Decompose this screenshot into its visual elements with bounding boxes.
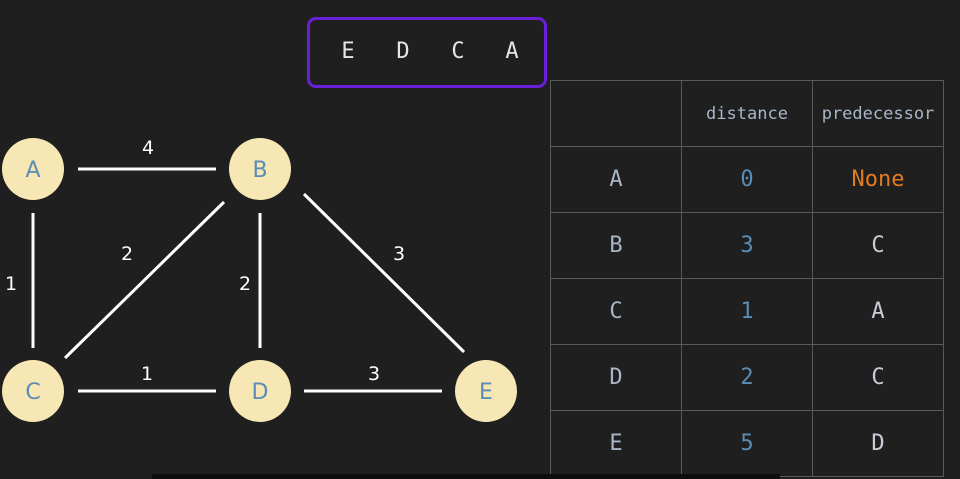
row-predecessor-cell: C [812, 344, 944, 411]
row-name-cell: D [550, 344, 682, 411]
table-row: D 2 C [550, 344, 944, 411]
row-name-cell: B [550, 212, 682, 279]
header-cell-empty [550, 80, 682, 147]
path-letter: D [396, 39, 410, 64]
path-letter: C [451, 39, 465, 64]
path-letter: E [341, 39, 355, 64]
table-header-row: distance predecessor [550, 80, 944, 147]
distance-table: distance predecessor A 0 None B 3 C C 1 … [550, 80, 944, 477]
row-name-cell: E [550, 410, 682, 477]
path-box [307, 17, 547, 88]
edge-weight-a-b: 4 [142, 137, 154, 159]
edge-weight-c-b: 2 [121, 243, 133, 265]
row-distance-cell: 5 [681, 410, 813, 477]
edge-weight-c-d: 1 [141, 363, 153, 385]
node-e [455, 360, 517, 422]
table-row: C 1 A [550, 278, 944, 345]
header-cell-distance: distance [681, 80, 813, 147]
table-row: B 3 C [550, 212, 944, 279]
row-distance-cell: 2 [681, 344, 813, 411]
row-distance-cell: 0 [681, 146, 813, 213]
edge-weight-b-e: 3 [393, 243, 405, 265]
row-distance-cell: 3 [681, 212, 813, 279]
node-c [2, 360, 64, 422]
node-label-b: B [252, 158, 267, 183]
node-a [2, 138, 64, 200]
table-row: E 5 D [550, 410, 944, 477]
edge-b-e [302, 192, 466, 354]
edge-c-b [63, 200, 226, 360]
row-distance-cell: 1 [681, 278, 813, 345]
path-letter: A [505, 39, 519, 64]
node-d [229, 360, 291, 422]
node-label-c: C [25, 380, 40, 405]
edge-weight-a-c: 1 [5, 273, 17, 295]
row-name-cell: A [550, 146, 682, 213]
edge-weight-b-d: 2 [239, 273, 251, 295]
node-label-d: D [252, 380, 269, 405]
node-label-a: A [25, 158, 40, 183]
header-cell-predecessor: predecessor [812, 80, 944, 147]
row-name-cell: C [550, 278, 682, 345]
row-predecessor-cell: None [812, 146, 944, 213]
node-b [229, 138, 291, 200]
bottom-scroll-bar [152, 474, 780, 479]
row-predecessor-cell: C [812, 212, 944, 279]
graph: 4 1 2 2 3 1 3 A B C D E [2, 137, 517, 422]
edge-weight-d-e: 3 [368, 363, 380, 385]
row-predecessor-cell: D [812, 410, 944, 477]
table-row: A 0 None [550, 146, 944, 213]
row-predecessor-cell: A [812, 278, 944, 345]
node-label-e: E [479, 380, 493, 405]
